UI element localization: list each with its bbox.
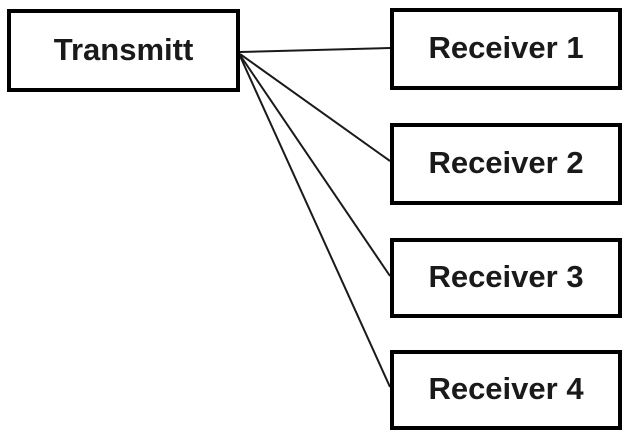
receiver-node-3: Receiver 3 [390, 238, 622, 318]
receiver-node-4: Receiver 4 [390, 350, 622, 430]
connector-line-transmitter-receiver-3 [239, 54, 391, 277]
connector-line-transmitter-receiver-2 [239, 53, 391, 162]
connector-line-transmitter-receiver-4 [239, 55, 391, 388]
transmitter-label: Transmitt [53, 31, 194, 67]
receiver-node-1: Receiver 1 [390, 8, 622, 90]
receiver-node-2: Receiver 2 [390, 123, 622, 205]
receiver-2-label: Receiver 2 [428, 145, 584, 180]
receiver-3-label: Receiver 3 [428, 259, 584, 294]
receiver-4-label: Receiver 4 [428, 371, 584, 406]
receiver-1-label: Receiver 1 [428, 30, 584, 65]
connector-line-transmitter-receiver-1 [239, 47, 391, 53]
transmitter-node: Transmitt [7, 9, 240, 92]
